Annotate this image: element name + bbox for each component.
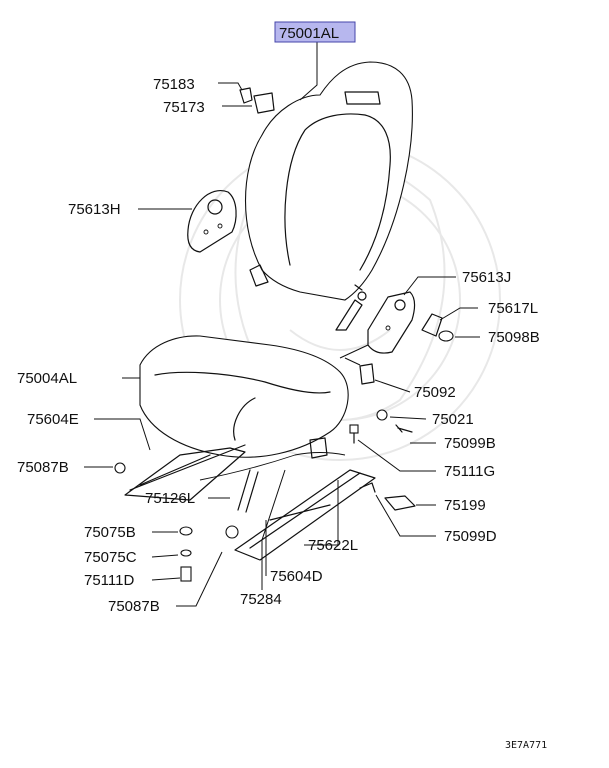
label-75021: 75021 xyxy=(432,411,474,428)
label-highlight xyxy=(274,21,356,43)
label-75004AL: 75004AL xyxy=(17,370,77,387)
recliner-cover-right xyxy=(367,291,416,354)
label-75183: 75183 xyxy=(153,76,195,93)
label-75622L: 75622L xyxy=(308,537,358,554)
label-75099B: 75099B xyxy=(444,435,496,452)
label-75075B: 75075B xyxy=(84,524,136,541)
label-75613J: 75613J xyxy=(462,269,511,286)
label-75087B-upper: 75087B xyxy=(17,459,69,476)
drawing-code: 3E7A771 xyxy=(505,740,547,751)
label-75173: 75173 xyxy=(163,99,205,116)
seat-cushion xyxy=(139,335,349,458)
slide-rails xyxy=(124,437,376,561)
headrest-guide xyxy=(239,87,275,114)
label-75087B-lower: 75087B xyxy=(108,598,160,615)
leader-lines xyxy=(84,40,480,607)
label-75111D: 75111D xyxy=(84,572,134,589)
label-75604E: 75604E xyxy=(27,411,79,428)
part-labels: 75001AL 75183 75173 75613H 75613J 75617L… xyxy=(17,21,540,615)
label-75111G: 75111G xyxy=(444,463,495,480)
recliner-cover-left xyxy=(187,190,237,253)
label-75099D: 75099D xyxy=(444,528,497,545)
label-75001AL: 75001AL xyxy=(279,25,339,42)
label-75617L: 75617L xyxy=(488,300,538,317)
clip-75092 xyxy=(359,363,375,385)
label-75613H: 75613H xyxy=(68,201,121,218)
label-75199: 75199 xyxy=(444,497,486,514)
seat-back xyxy=(245,61,413,331)
label-75092: 75092 xyxy=(414,384,456,401)
label-75284: 75284 xyxy=(240,591,282,608)
label-75098B: 75098B xyxy=(488,329,540,346)
label-75075C: 75075C xyxy=(84,549,137,566)
hardware xyxy=(114,409,416,582)
label-75604D: 75604D xyxy=(270,568,323,585)
label-75126L: 75126L xyxy=(145,490,195,507)
recliner-knob xyxy=(421,313,454,342)
